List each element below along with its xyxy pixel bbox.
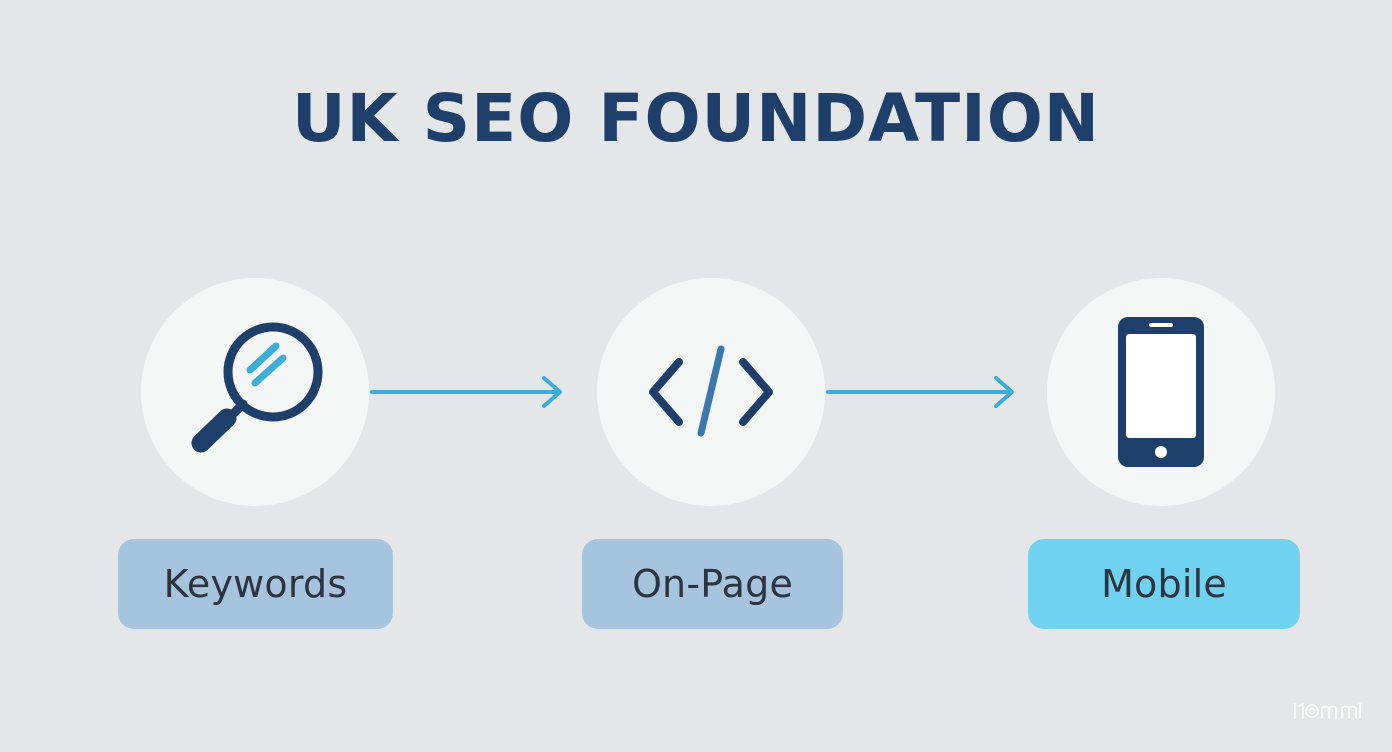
step-circle-keywords <box>141 278 369 506</box>
magnifying-glass-icon <box>191 322 323 453</box>
diagram-title: UK SEO FOUNDATION <box>291 80 1101 157</box>
step-label-on-page: On-Page <box>582 539 843 629</box>
step-label-keywords: Keywords <box>118 539 393 629</box>
code-brackets-icon <box>649 345 773 437</box>
step-circle-mobile <box>1047 278 1275 506</box>
smartphone-icon <box>1118 317 1204 467</box>
arrow-right-icon <box>826 376 1014 408</box>
step-label-mobile: Mobile <box>1028 539 1300 629</box>
arrow-right-icon <box>370 376 562 408</box>
step-circle-on-page <box>597 278 825 506</box>
logo-watermark <box>1294 702 1361 719</box>
